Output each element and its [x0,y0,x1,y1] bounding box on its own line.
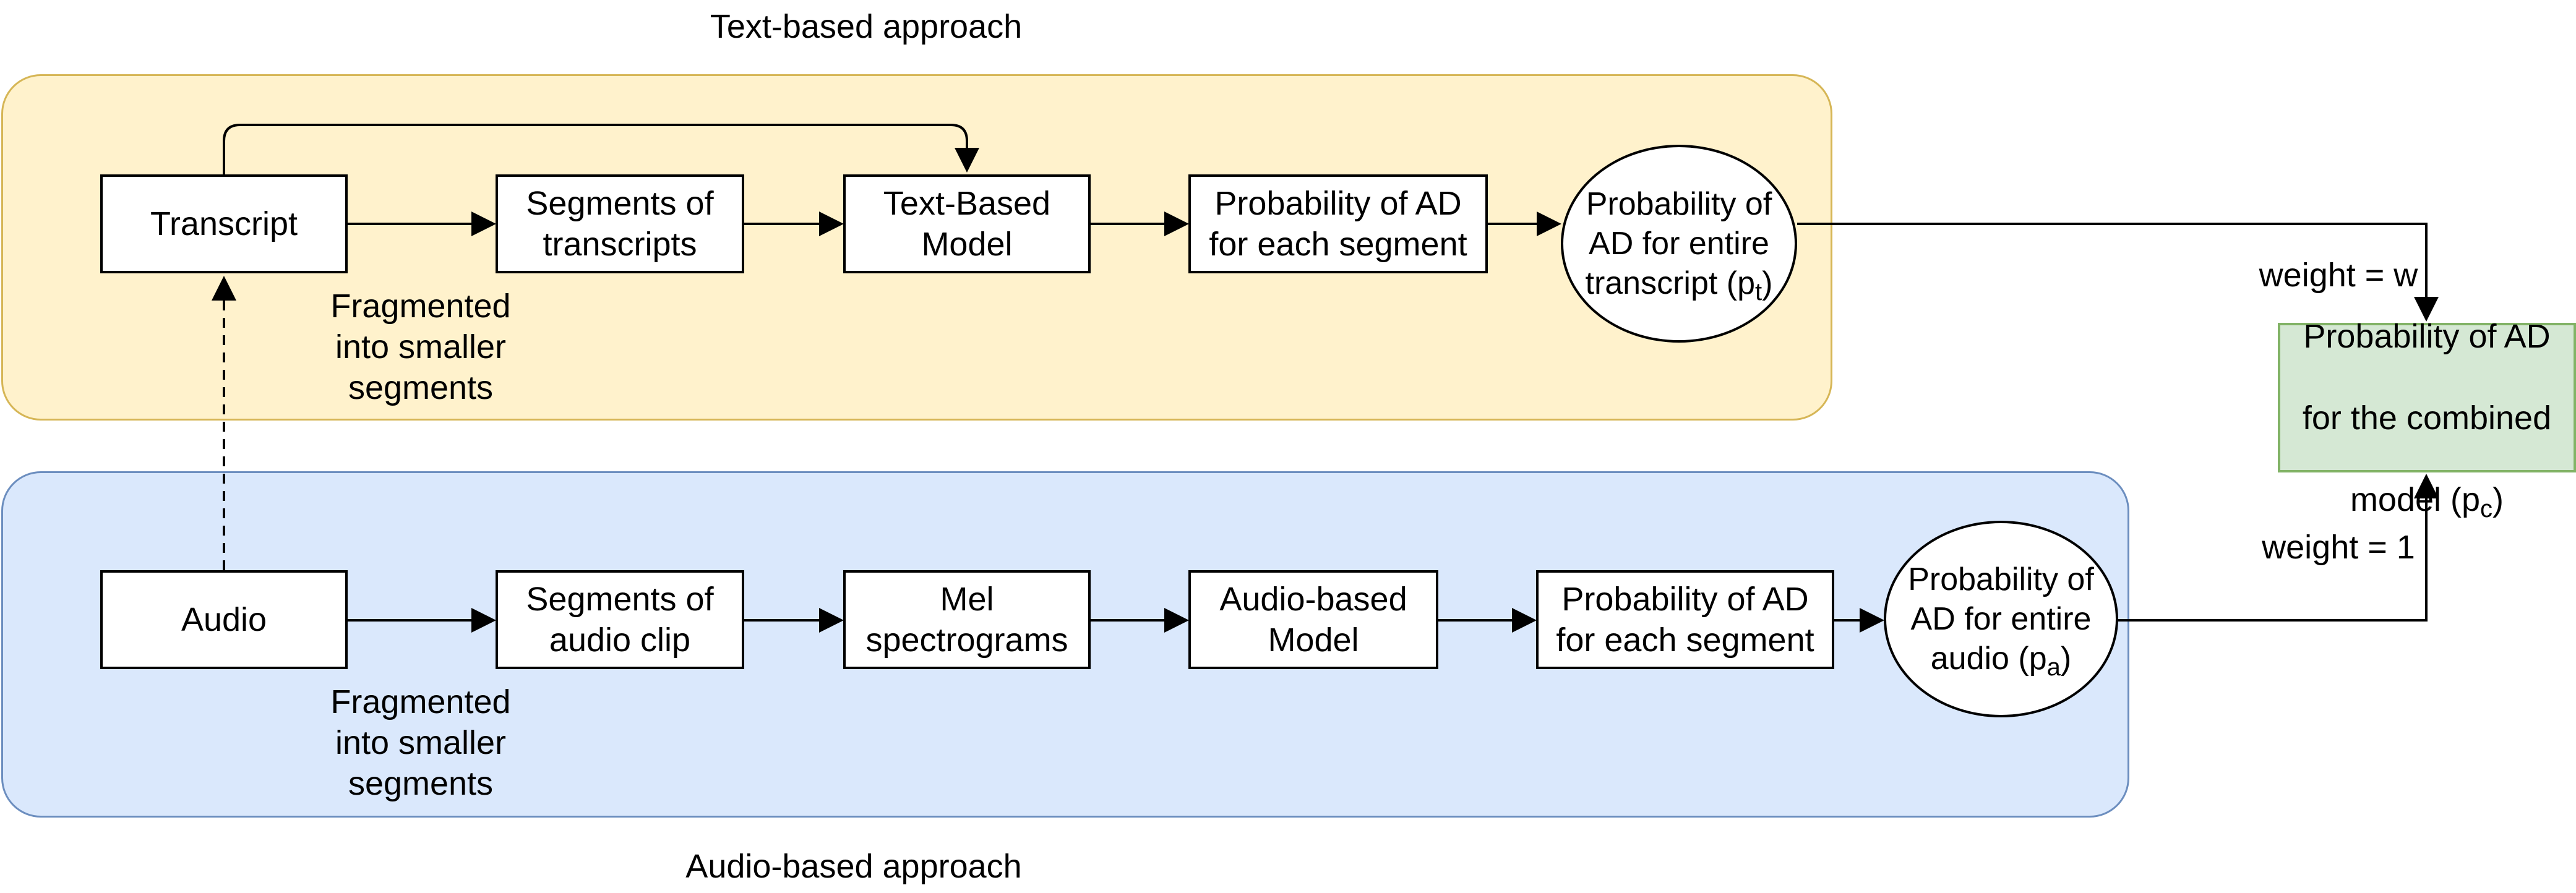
prob-transcript-suffix: ) [1762,265,1773,301]
prob-ad-entire-transcript-node: Probability of AD for entire transcript … [1561,145,1797,343]
prob-transcript-line1: Probability of [1586,186,1772,222]
prob-audio-line1: Probability of [1908,562,2094,597]
prob-ad-entire-audio-node: Probability of AD for entire audio (pa) [1884,521,2118,717]
text-approach-title: Text-based approach [710,8,1023,45]
combined-suffix: ) [2492,481,2504,518]
combined-line2: for the combined [2302,400,2552,437]
weight-w-label: weight = w [2259,257,2418,294]
audio-based-model-node: Audio-based Model [1188,570,1438,669]
prob-ad-each-segment-text-node: Probability of AD for each segment [1188,174,1488,273]
fragmented-text-label: Fragmented into smaller segments [330,288,511,406]
audio-node: Audio [100,570,348,669]
combined-line1: Probability of AD [2303,318,2551,355]
text-based-model-node: Text-Based Model [843,174,1091,273]
combined-line3: model (p [2350,481,2481,518]
arrow-transcript-to-text-model-top [223,124,979,174]
prob-ad-each-segment-audio-node: Probability of AD for each segment [1536,570,1834,669]
weight-1-label: weight = 1 [2262,529,2415,566]
arrow-transcript-circle-to-combined [1797,223,2439,322]
audio-approach-title: Audio-based approach [685,848,1022,885]
fragmented-audio-label: Fragmented into smaller segments [330,683,511,802]
prob-transcript-subscript: t [1755,278,1762,306]
segments-of-audio-clip-node: Segments of audio clip [496,570,744,669]
prob-audio-line2: AD for entire [1910,601,2092,637]
combined-subscript: c [2480,495,2493,523]
transcript-node: Transcript [100,174,348,273]
arrow-audio-circle-to-combined [2118,474,2439,622]
prob-audio-line3: audio (p [1930,641,2047,677]
prob-ad-combined-model-node: Probability of AD for the combined model… [2278,318,2576,521]
prob-audio-subscript: a [2046,654,2061,681]
prob-audio-suffix: ) [2060,641,2072,677]
mel-spectrograms-node: Mel spectrograms [843,570,1091,669]
segments-of-transcripts-node: Segments of transcripts [496,174,744,273]
prob-transcript-line3: transcript (p [1585,265,1756,301]
prob-transcript-line2: AD for entire [1589,226,1769,262]
